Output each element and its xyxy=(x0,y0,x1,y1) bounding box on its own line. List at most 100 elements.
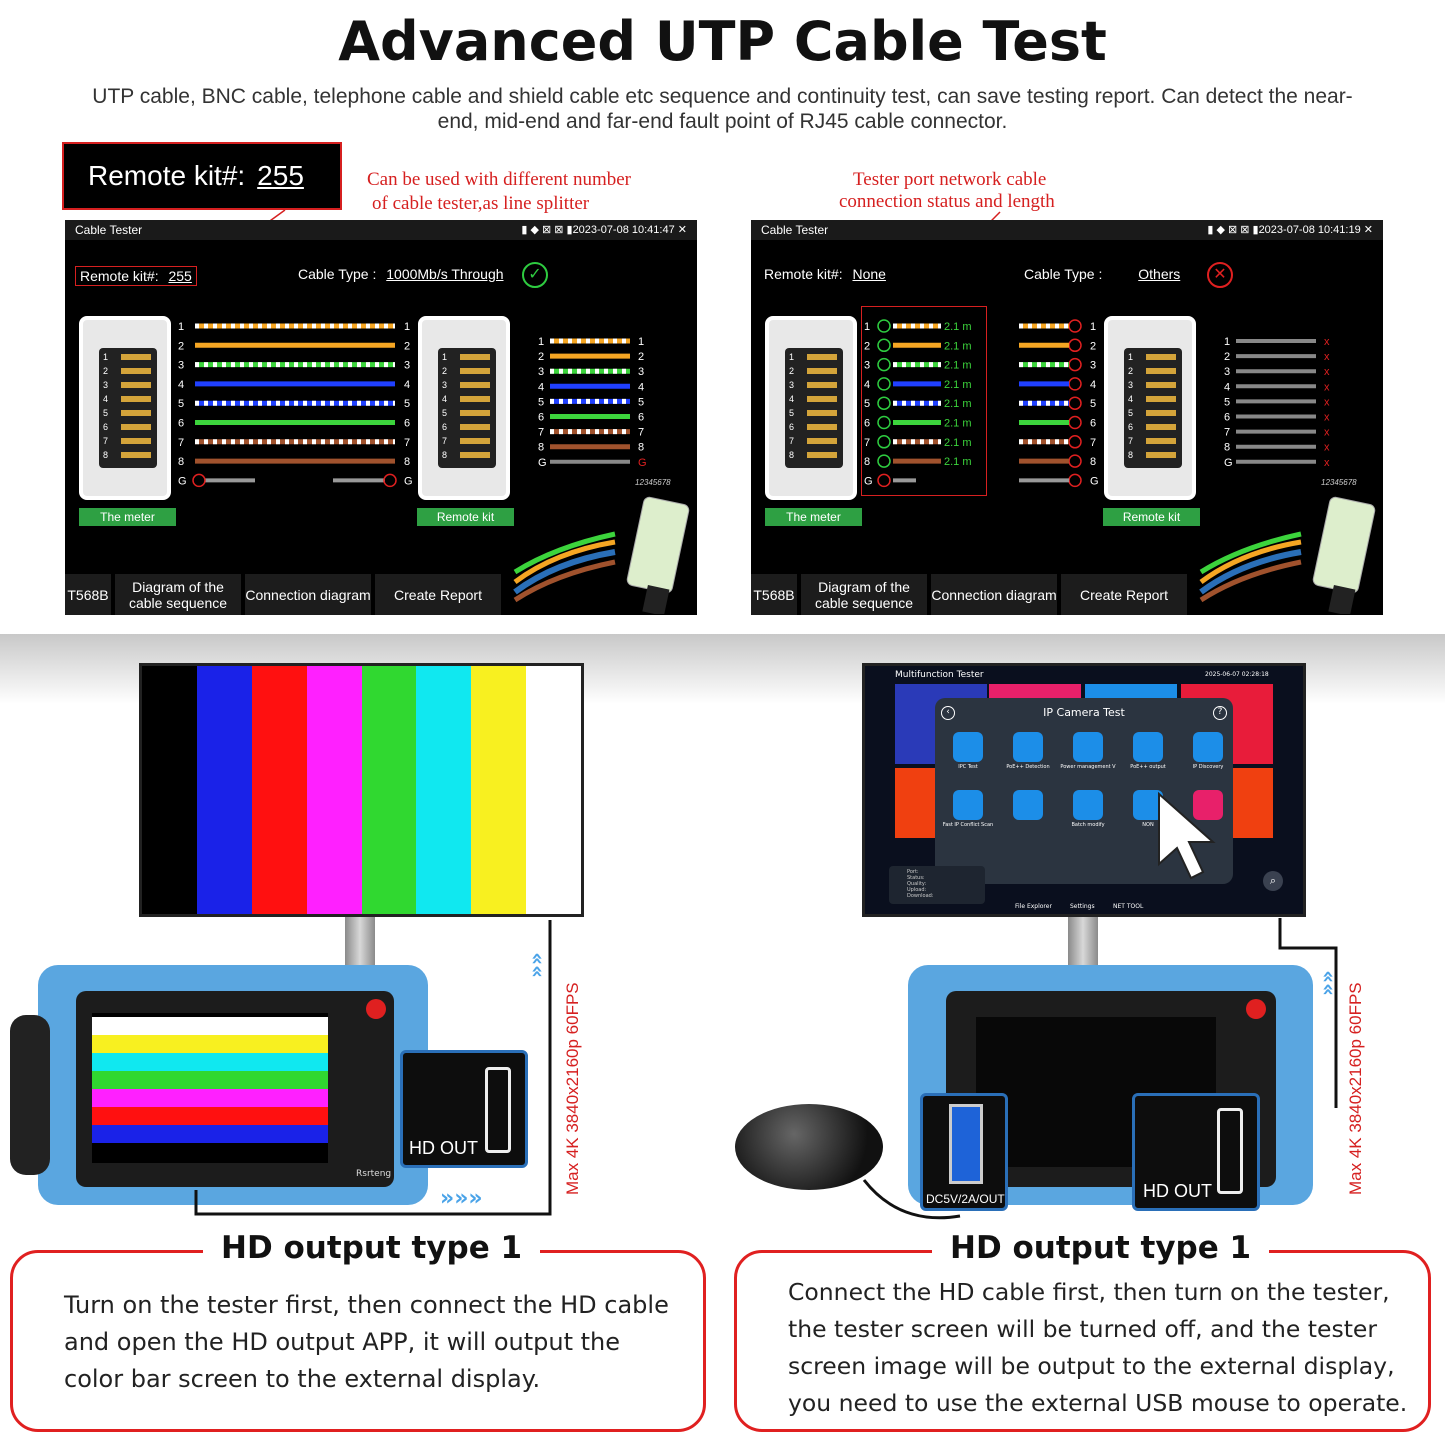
tab-t568b[interactable]: T568B xyxy=(751,574,797,615)
legend-pin-right: 6 xyxy=(638,412,644,424)
svg-text:»»: »» xyxy=(524,952,548,978)
pin-number-right: 4 xyxy=(1090,379,1096,391)
tester-color-bar xyxy=(92,1107,328,1125)
jack-pin-number: 3 xyxy=(789,380,795,390)
color-bar-screen xyxy=(142,666,581,914)
pin-number-left: 5 xyxy=(864,398,870,410)
power-button[interactable] xyxy=(366,999,386,1019)
legend-pin-left: 3 xyxy=(1224,366,1230,378)
card-text-right: Connect the HD cable first, then turn on… xyxy=(788,1278,1408,1417)
tab-create-report[interactable]: Create Report xyxy=(1061,574,1187,615)
status-bar: Cable Tester ▮ ◆ ⊠ ⊠ ▮2023-07-08 10:41:1… xyxy=(751,220,1383,240)
wire-length: 2.1 m xyxy=(944,360,972,372)
cable-type-value: 1000Mb/s Through xyxy=(386,266,504,282)
pin-number-left: 2 xyxy=(178,340,184,352)
mirror-datetime: 2025-06-07 02:28:18 xyxy=(1205,671,1269,678)
settings-label[interactable]: Settings xyxy=(1070,903,1095,910)
pin-number-right: 3 xyxy=(404,360,410,372)
search-icon[interactable]: ⌕ xyxy=(1263,871,1283,891)
mouse-cable xyxy=(862,1179,961,1220)
pin-number-left: G xyxy=(178,475,187,487)
legend-pin-right: 4 xyxy=(638,381,644,393)
file-explorer-label[interactable]: File Explorer xyxy=(1015,903,1052,910)
app-tile[interactable]: Fast IP Conflict Scan xyxy=(939,786,997,842)
app-tile[interactable]: Batch modify xyxy=(1059,786,1117,842)
hd-cable-left: »»» »» xyxy=(194,920,552,1216)
app-icon xyxy=(1133,732,1163,762)
cable-type-label: Cable Type : xyxy=(1024,266,1103,282)
legend-pin-right: 2 xyxy=(638,351,644,363)
jack-pin xyxy=(460,424,490,430)
help-icon[interactable]: ? xyxy=(1213,706,1227,720)
app-tile[interactable]: IPC Test xyxy=(939,728,997,784)
remote-kit-field: Remote kit#: 255 xyxy=(75,266,197,286)
mirror-app-title: Multifunction Tester xyxy=(895,670,984,680)
jack-pin-number: 4 xyxy=(789,394,795,404)
jack-pin xyxy=(1146,354,1176,360)
color-bar xyxy=(471,666,527,914)
jack-pin xyxy=(1146,382,1176,388)
jack-pin-number: 4 xyxy=(442,394,448,404)
legend-pin-right: G xyxy=(638,457,647,469)
app-icon xyxy=(953,732,983,762)
app-label: PoE++ output xyxy=(1130,764,1166,770)
legend-fail-mark: x xyxy=(1324,396,1330,408)
app-tile[interactable]: Power management V xyxy=(1059,728,1117,784)
fail-icon xyxy=(192,473,206,488)
wire-length: 2.1 m xyxy=(944,456,972,468)
brand-logo: Rsrteng xyxy=(356,1169,392,1179)
usb-label: DC5V/2A/OUT xyxy=(926,1192,1005,1206)
power-button[interactable] xyxy=(1246,999,1266,1019)
jack-pin xyxy=(121,396,151,402)
app-tile[interactable]: PoE++ Detection xyxy=(999,728,1057,784)
tab-cable-sequence[interactable]: Diagram of the cable sequence xyxy=(115,574,241,615)
legend-fail-mark: x xyxy=(1324,366,1330,378)
pin-number-left: 7 xyxy=(178,437,184,449)
tester-color-bar xyxy=(92,1017,328,1035)
back-icon[interactable]: ‹ xyxy=(941,706,955,720)
pin-number-right: 4 xyxy=(404,379,410,391)
close-icon[interactable]: ✕ xyxy=(677,224,687,236)
app-tile[interactable]: PoE++ output xyxy=(1119,728,1177,784)
net-tool-label[interactable]: NET TOOL xyxy=(1113,903,1144,910)
tab-connection-diagram[interactable]: Connection diagram xyxy=(245,574,371,615)
legend-pin-left: 7 xyxy=(538,427,544,439)
app-icon xyxy=(1013,790,1043,820)
app-tile[interactable]: IP Discovery xyxy=(1179,728,1237,784)
app-label: IP Discovery xyxy=(1192,764,1224,770)
jack-pin xyxy=(460,410,490,416)
jack-pin-number: 6 xyxy=(103,422,109,432)
tab-connection-diagram[interactable]: Connection diagram xyxy=(931,574,1057,615)
fail-icon xyxy=(1068,435,1082,449)
pin-number-left: 5 xyxy=(178,398,184,410)
jack-pin-number: 3 xyxy=(103,380,109,390)
serial-text: 12345678 xyxy=(635,478,671,487)
app-icon xyxy=(1193,732,1223,762)
legend-pin-left: 5 xyxy=(538,396,544,408)
pin-number-right: 2 xyxy=(404,340,410,352)
jack-pin-number: 8 xyxy=(442,450,448,460)
pin-number-right: 8 xyxy=(404,456,410,468)
color-bar xyxy=(306,666,362,914)
jack-pin-number: 6 xyxy=(442,422,448,432)
app-icon xyxy=(1013,732,1043,762)
ok-icon xyxy=(877,357,891,372)
fail-icon xyxy=(1068,319,1082,333)
legend-fail-mark: x xyxy=(1324,442,1330,454)
ok-icon xyxy=(877,377,891,391)
tab-t568b[interactable]: T568B xyxy=(65,574,111,615)
pin-number-left: 8 xyxy=(864,456,870,468)
serial-text: 12345678 xyxy=(1321,478,1357,487)
app-tile[interactable] xyxy=(1179,786,1237,842)
tab-create-report[interactable]: Create Report xyxy=(375,574,501,615)
legend-pin-left: 4 xyxy=(538,381,544,393)
legend-fail-mark: x xyxy=(1324,351,1330,363)
svg-text:»»: »» xyxy=(1315,970,1339,996)
wire-length: 2.1 m xyxy=(944,418,972,430)
tab-cable-sequence[interactable]: Diagram of the cable sequence xyxy=(801,574,927,615)
app-tile[interactable] xyxy=(999,786,1057,842)
close-icon[interactable]: ✕ xyxy=(1363,224,1373,236)
